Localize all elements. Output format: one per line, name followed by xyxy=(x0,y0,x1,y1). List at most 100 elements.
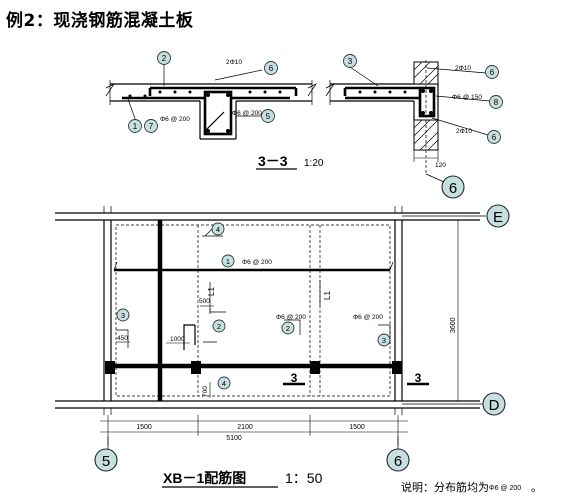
rebar-number: 8 xyxy=(494,98,499,107)
rebar-spec-text: 2Φ10 xyxy=(226,59,242,66)
axis-bubble xyxy=(386,448,410,472)
section-right-detail: 3 6 8 6 2Φ10 Φ6 @ 150 2Φ10 120 6 xyxy=(325,54,503,199)
rebar-number: 2 xyxy=(162,54,167,63)
rebar-hook xyxy=(113,261,394,271)
rebar-number: 3 xyxy=(348,57,353,66)
rebar-spec-text: Φ6 @ 150 xyxy=(452,94,482,101)
column xyxy=(310,361,320,374)
column xyxy=(191,361,201,374)
dimension-label: 120 xyxy=(435,162,446,169)
rebar-number-bubble xyxy=(485,65,499,79)
rebar-number-bubble xyxy=(377,333,391,347)
rebar-spec-text: Φ6 @ 200 xyxy=(232,110,262,117)
dimension-label: 500 xyxy=(199,298,210,305)
break-mark xyxy=(325,80,336,105)
rebar-number-bubble xyxy=(281,321,295,335)
rebar-number: 3 xyxy=(382,336,386,345)
leader-line xyxy=(214,69,263,81)
section-label: 3－3 xyxy=(258,153,288,169)
axis-bubble xyxy=(486,204,510,228)
page-title: 例2：现浇钢筋混凝土板 xyxy=(6,11,194,31)
note-suffix: 。 xyxy=(531,482,542,494)
rebar-number-bubble xyxy=(487,130,501,144)
rebar-number-bubble xyxy=(261,109,275,123)
rebar-number: 6 xyxy=(269,64,274,73)
break-mark xyxy=(307,80,318,105)
rebar-number-bubble xyxy=(264,61,278,75)
rebar-number: 4 xyxy=(222,379,226,388)
rebar-number-bubble xyxy=(217,376,231,390)
leader-line xyxy=(425,173,445,183)
ring-beam-stirrup xyxy=(418,86,436,118)
axis-label: D xyxy=(489,397,500,414)
rebar-spec-text: Φ6 @ 200 xyxy=(160,116,190,123)
section-cut-label: 3 xyxy=(415,371,422,385)
note-spec: Φ6 @ 200 xyxy=(489,485,521,492)
section-scale: 1:20 xyxy=(304,158,324,169)
dimension-label: 450 xyxy=(117,335,128,342)
plan-caption-scale: 1：50 xyxy=(285,470,323,486)
dimension-label: 1500 xyxy=(136,424,152,431)
rebar-number: 7 xyxy=(149,122,154,131)
section-cut-label: 3 xyxy=(291,371,298,385)
dimension-label: 700 xyxy=(202,386,209,397)
dimension-label: 3600 xyxy=(450,317,457,333)
rebar-bracket xyxy=(203,308,217,343)
rebar-2-mid xyxy=(284,319,301,335)
rebar-number: 1 xyxy=(226,257,230,266)
axis-label: 6 xyxy=(394,453,402,470)
member-label: L1 xyxy=(323,291,332,300)
column xyxy=(105,361,115,374)
dimension-ticks xyxy=(107,415,399,446)
rebar-number: 1 xyxy=(133,122,138,131)
dimension-label: 5100 xyxy=(226,435,242,442)
rebar-number: 2 xyxy=(217,322,221,331)
rebar-2-bent xyxy=(183,324,196,350)
note-prefix: 说明：分布筋均为 xyxy=(401,480,489,494)
axis-bubble xyxy=(94,448,118,472)
axis-label: E xyxy=(493,209,503,226)
distribution-bar-dots xyxy=(128,90,282,133)
rebar-number: 4 xyxy=(216,225,220,234)
axis-bubble xyxy=(441,175,465,199)
bent-bar xyxy=(203,111,225,133)
rebar-number: 6 xyxy=(492,133,497,142)
rebar-number-bubble xyxy=(221,254,235,268)
dimension-label: 1500 xyxy=(349,424,365,431)
rebar-spec-text: 2Φ10 xyxy=(456,128,472,135)
rebar-bracket xyxy=(209,282,226,313)
leader-line xyxy=(435,95,491,102)
rebar-number-bubble xyxy=(116,308,130,322)
rebar-number: 5 xyxy=(266,112,271,121)
rebar-spec-text: 2Φ10 xyxy=(455,65,471,72)
column xyxy=(392,361,402,374)
dimension-label: 2100 xyxy=(237,424,253,431)
wall-hatch xyxy=(413,61,439,85)
rebar-number-bubble xyxy=(212,319,226,333)
leader-line xyxy=(431,117,489,136)
plan-view: 3 3 4 1 Φ6 @ 200 3 2 2 Φ6 @ 200 3 Φ6 @ 2… xyxy=(55,204,510,472)
rebar-number-bubble xyxy=(157,51,171,65)
rebar-spec-text: Φ6 @ 200 xyxy=(353,314,383,321)
leader-line xyxy=(426,67,487,74)
axis-label: 5 xyxy=(102,453,110,470)
break-mark xyxy=(105,80,116,105)
section-left-detail: 2 6 1 7 5 2Φ10 Φ6 @ 200 Φ6 @ 200 xyxy=(105,51,318,140)
beam-stirrup xyxy=(203,90,233,136)
wall-corner-ticks xyxy=(103,206,403,415)
rebar-number-bubble xyxy=(489,95,503,109)
dimension-label: 1000 xyxy=(170,336,185,343)
axis-label: 6 xyxy=(449,180,457,197)
slab-inner-outline xyxy=(115,224,391,397)
rebar-number-bubble xyxy=(128,119,142,133)
rebar-number: 2 xyxy=(286,324,290,333)
rebar-spec-text: Φ6 @ 200 xyxy=(242,259,272,266)
rebar-number: 3 xyxy=(121,311,125,320)
leader-line xyxy=(349,66,379,87)
rebar-number-bubble xyxy=(211,222,225,236)
axis-bubble xyxy=(482,392,506,416)
member-label: L1 xyxy=(207,287,216,296)
rebar-number-bubble xyxy=(144,119,158,133)
rebar-number-bubble xyxy=(343,54,357,68)
